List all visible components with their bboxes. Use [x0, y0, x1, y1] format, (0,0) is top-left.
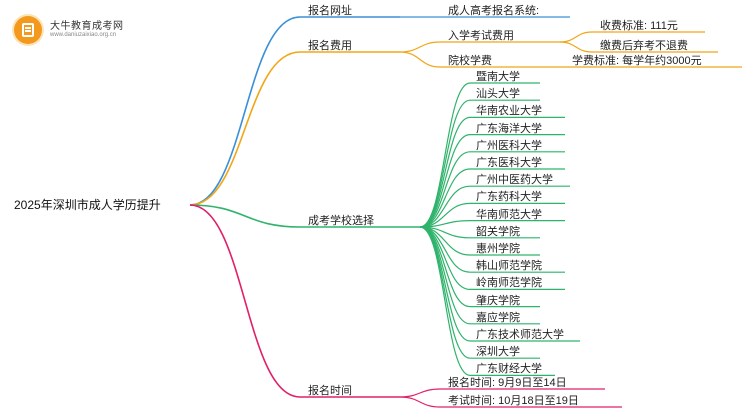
connector-curve	[399, 51, 441, 68]
connector-curve	[399, 41, 441, 53]
logo-url: www.daniuzaixiao.org.cn	[50, 32, 117, 38]
connector-curve	[419, 226, 471, 290]
connector-curve	[399, 396, 441, 408]
branch-registration-url: 报名网址	[308, 5, 352, 17]
school-item: 惠州学院	[476, 243, 520, 255]
connector-curve	[419, 82, 471, 228]
connector-curve	[189, 16, 301, 206]
connector-curve	[419, 168, 471, 228]
connector-curve	[189, 204, 301, 398]
book-icon	[14, 16, 42, 44]
branch-school-choice: 成考学校选择	[308, 215, 374, 227]
connector-curve	[559, 41, 593, 53]
connector-curve	[559, 31, 593, 43]
school-item: 广东海洋大学	[476, 122, 542, 135]
leaf-fee-standard: 收费标准: 111元	[600, 20, 678, 32]
leaf-registration-date: 报名时间: 9月9日至14日	[448, 377, 567, 389]
connector-curve	[189, 51, 301, 206]
school-item: 广州医科大学	[476, 139, 542, 152]
school-item: 嘉应学院	[476, 311, 520, 324]
site-logo[interactable]: 大牛教育成考网 www.daniuzaixiao.org.cn	[12, 14, 162, 48]
school-item: 岭南师范学院	[476, 277, 542, 290]
connector-curve	[419, 226, 471, 342]
school-item: 韩山师范学院	[476, 260, 542, 273]
leaf-no-refund: 缴费后弃考不退费	[600, 40, 688, 52]
school-item: 汕头大学	[476, 88, 520, 101]
school-item: 暨南大学	[476, 71, 520, 83]
logo-title: 大牛教育成考网	[50, 21, 124, 32]
sub-exam-fee: 入学考试费用	[448, 30, 514, 42]
leaf-registration-system: 成人高考报名系统:	[448, 5, 540, 17]
school-item: 广州中医药大学	[476, 174, 553, 187]
connector-curve	[419, 226, 471, 376]
connector-curve	[419, 151, 471, 228]
school-item: 深圳大学	[476, 346, 520, 359]
connector-curve	[399, 388, 441, 398]
leaf-tuition-standard: 学费标准: 每学年约3000元	[572, 55, 702, 67]
leaf-exam-date: 考试时间: 10月18日至19日	[448, 395, 579, 407]
connector-curve	[419, 99, 471, 228]
root-node: 2025年深圳市成人学历提升	[14, 198, 161, 212]
school-item: 韶关学院	[476, 225, 520, 238]
school-item: 华南师范大学	[476, 208, 542, 221]
connector-curve	[189, 204, 301, 228]
school-item: 广东技术师范大学	[476, 329, 564, 341]
connector-curve	[419, 134, 471, 228]
school-item: 华南农业大学	[476, 105, 542, 118]
school-item: 广东药科大学	[476, 191, 542, 204]
connector-curve	[419, 116, 471, 228]
school-item: 广东财经大学	[476, 363, 542, 376]
branch-registration-fee: 报名费用	[308, 40, 352, 52]
school-item: 肇庆学院	[476, 294, 520, 307]
branch-registration-time: 报名时间	[308, 385, 352, 397]
school-item: 广东医科大学	[476, 157, 542, 169]
connector-curve	[419, 226, 471, 359]
sub-tuition: 院校学费	[448, 55, 492, 67]
